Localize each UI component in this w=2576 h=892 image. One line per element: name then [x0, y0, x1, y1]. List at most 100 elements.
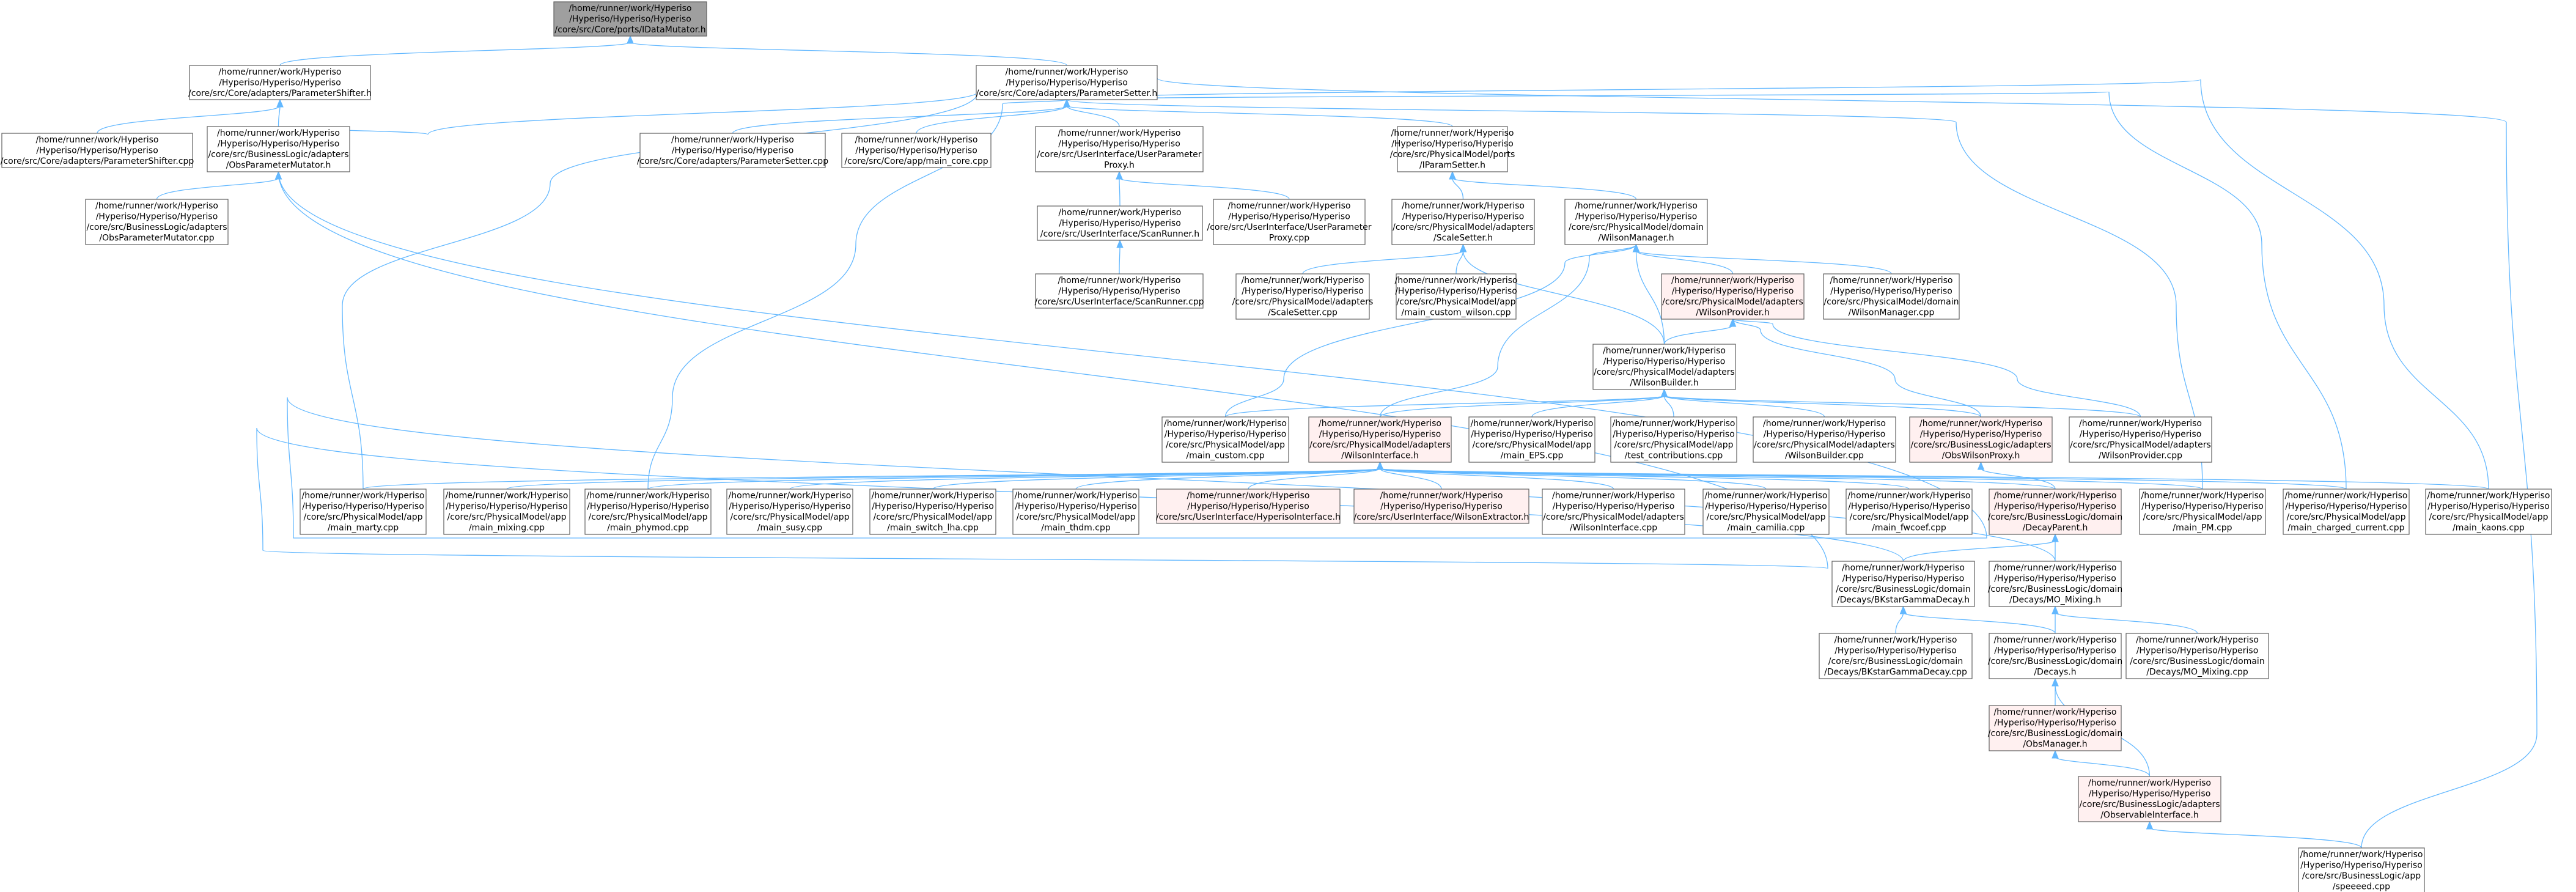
- node-label-line: /home/runner/work/Hyperiso: [1380, 491, 1503, 501]
- node-n29[interactable]: /home/runner/work/Hyperiso/Hyperiso/Hype…: [584, 488, 712, 535]
- node-n43[interactable]: /home/runner/work/Hyperiso/Hyperiso/Hype…: [1988, 561, 2122, 607]
- node-n36[interactable]: /home/runner/work/Hyperiso/Hyperiso/Hype…: [1702, 488, 1830, 535]
- edge-n38-n25: [1977, 461, 2056, 490]
- node-n47[interactable]: /home/runner/work/Hyperiso/Hyperiso/Hype…: [1988, 705, 2122, 751]
- node-n34[interactable]: /home/runner/work/Hyperiso/Hyperiso/Hype…: [1353, 488, 1529, 524]
- node-n15[interactable]: /home/runner/work/Hyperiso/Hyperiso/Hype…: [1232, 273, 1374, 320]
- node-label-line: /core/src/UserInterface/UserParameter: [1037, 150, 1202, 160]
- node-label-line: /Hyperiso/Hyperiso/Hyperiso: [1553, 502, 1675, 512]
- node-label-line: /Hyperiso/Hyperiso/Hyperiso: [219, 78, 341, 87]
- edge-n41-n21: [1376, 461, 2489, 490]
- node-n8[interactable]: /home/runner/work/Hyperiso/Hyperiso/Hype…: [1390, 126, 1515, 172]
- arrowhead: [1729, 318, 1737, 327]
- node-box: [1035, 126, 1204, 172]
- node-box: [2078, 776, 2221, 822]
- node-label-line: /home/runner/work/Hyperiso: [1830, 276, 1953, 286]
- node-box: [869, 488, 996, 535]
- node-n39[interactable]: /home/runner/work/Hyperiso/Hyperiso/Hype…: [2139, 488, 2266, 535]
- node-label-line: /home/runner/work/Hyperiso: [446, 491, 569, 501]
- node-n17[interactable]: /home/runner/work/Hyperiso/Hyperiso/Hype…: [1661, 273, 1805, 320]
- node-label-line: /Hyperiso/Hyperiso/Hyperiso: [1920, 430, 2042, 440]
- node-label-line: /home/runner/work/Hyperiso: [1575, 201, 1698, 211]
- node-n18[interactable]: /home/runner/work/Hyperiso/Hyperiso/Hype…: [1823, 273, 1960, 320]
- node-n33[interactable]: /home/runner/work/Hyperiso/Hyperiso/Hype…: [1156, 488, 1341, 524]
- arrowhead: [1116, 239, 1124, 248]
- node-n1[interactable]: /home/runner/work/Hyperiso/Hyperiso/Hype…: [188, 65, 372, 100]
- node-n5[interactable]: /home/runner/work/Hyperiso/Hyperiso/Hype…: [637, 133, 828, 168]
- node-n13[interactable]: /home/runner/work/Hyperiso/Hyperiso/Hype…: [1564, 199, 1708, 245]
- node-n25[interactable]: /home/runner/work/Hyperiso/Hyperiso/Hype…: [1909, 416, 2053, 463]
- node-label-line: /main_fwcoef.cpp: [1872, 523, 1946, 533]
- node-n37[interactable]: /home/runner/work/Hyperiso/Hyperiso/Hype…: [1846, 488, 1973, 535]
- node-label-line: /core/src/BusinessLogic/domain: [1988, 657, 2122, 666]
- node-n32[interactable]: /home/runner/work/Hyperiso/Hyperiso/Hype…: [1012, 488, 1139, 535]
- node-n45[interactable]: /home/runner/work/Hyperiso/Hyperiso/Hype…: [1988, 633, 2122, 679]
- node-box: [1353, 488, 1529, 524]
- node-label-line: /ObsWilsonProxy.h: [1942, 451, 2020, 461]
- node-label-line: /Hyperiso/Hyperiso/Hyperiso: [1764, 430, 1886, 440]
- node-n44[interactable]: /home/runner/work/Hyperiso/Hyperiso/Hype…: [1819, 633, 1973, 679]
- arrowhead: [1632, 243, 1640, 252]
- node-box: [584, 488, 712, 535]
- node-label-line: /Hyperiso/Hyperiso/Hyperiso: [1391, 139, 1514, 149]
- node-n14[interactable]: /home/runner/work/Hyperiso/Hyperiso/Hype…: [1035, 273, 1204, 309]
- node-label-line: /WilsonProvider.h: [1696, 308, 1769, 318]
- node-label-line: /home/runner/work/Hyperiso: [1848, 491, 1971, 501]
- node-box: [2298, 847, 2425, 892]
- node-n46[interactable]: /home/runner/work/Hyperiso/Hyperiso/Hype…: [2125, 633, 2269, 679]
- node-n48[interactable]: /home/runner/work/Hyperiso/Hyperiso/Hype…: [2078, 776, 2221, 822]
- node-box: [1012, 488, 1139, 535]
- node-label-line: /home/runner/work/Hyperiso: [1164, 419, 1287, 429]
- node-n38[interactable]: /home/runner/work/Hyperiso/Hyperiso/Hype…: [1988, 488, 2122, 535]
- arrowhead: [2052, 750, 2059, 759]
- node-n42[interactable]: /home/runner/work/Hyperiso/Hyperiso/Hype…: [1831, 561, 1975, 607]
- node-n35[interactable]: /home/runner/work/Hyperiso/Hyperiso/Hype…: [1542, 488, 1685, 535]
- node-label-line: /WilsonBuilder.cpp: [1785, 451, 1864, 461]
- edge-n46-n43: [2052, 605, 2198, 634]
- node-n3[interactable]: /home/runner/work/Hyperiso/Hyperiso/Hype…: [1, 133, 194, 168]
- edge-n13-n8: [1449, 171, 1637, 200]
- node-label-line: /home/runner/work/Hyperiso: [1058, 276, 1181, 286]
- node-label-line: /core/src/PhysicalModel/app: [447, 512, 567, 522]
- node-label-line: /core/src/UserInterface/ScanRunner.cpp: [1035, 297, 1204, 307]
- node-n2[interactable]: /home/runner/work/Hyperiso/Hyperiso/Hype…: [976, 65, 1158, 100]
- node-box: [639, 133, 826, 168]
- node-n30[interactable]: /home/runner/work/Hyperiso/Hyperiso/Hype…: [726, 488, 853, 535]
- node-label-line: /Hyperiso/Hyperiso/Hyperiso: [1603, 357, 1726, 367]
- node-n21[interactable]: /home/runner/work/Hyperiso/Hyperiso/Hype…: [1308, 416, 1452, 463]
- node-n6[interactable]: /home/runner/work/Hyperiso/Hyperiso/Hype…: [841, 133, 992, 168]
- node-n7[interactable]: /home/runner/work/Hyperiso/Hyperiso/Hype…: [1035, 126, 1204, 172]
- node-n24[interactable]: /home/runner/work/Hyperiso/Hyperiso/Hype…: [1753, 416, 1896, 463]
- node-n23[interactable]: /home/runner/work/Hyperiso/Hyperiso/Hype…: [1610, 416, 1737, 463]
- node-box: [85, 199, 229, 245]
- arrowhead: [2146, 820, 2154, 830]
- node-label-line: /Hyperiso/Hyperiso/Hyperiso: [1994, 574, 2116, 584]
- node-label-line: /core/src/Core/adapters/ParameterSetter.…: [637, 157, 828, 166]
- node-n31[interactable]: /home/runner/work/Hyperiso/Hyperiso/Hype…: [869, 488, 996, 535]
- node-label-line: /core/src/UserInterface/UserParameter: [1207, 223, 1372, 232]
- node-label-line: /main_mixing.cpp: [469, 523, 545, 533]
- node-n10[interactable]: /home/runner/work/Hyperiso/Hyperiso/Hype…: [1037, 205, 1203, 241]
- node-n41[interactable]: /home/runner/work/Hyperiso/Hyperiso/Hype…: [2425, 488, 2552, 535]
- node-n28[interactable]: /home/runner/work/Hyperiso/Hyperiso/Hype…: [443, 488, 570, 535]
- node-n0[interactable]: /home/runner/work/Hyperiso/Hyperiso/Hype…: [553, 1, 707, 37]
- node-n9[interactable]: /home/runner/work/Hyperiso/Hyperiso/Hype…: [85, 199, 229, 245]
- node-n19[interactable]: /home/runner/work/Hyperiso/Hyperiso/Hype…: [1592, 344, 1736, 390]
- node-n27[interactable]: /home/runner/work/Hyperiso/Hyperiso/Hype…: [300, 488, 427, 535]
- arrowhead: [1899, 605, 1907, 614]
- node-n20[interactable]: /home/runner/work/Hyperiso/Hyperiso/Hype…: [1161, 416, 1289, 463]
- node-label-line: /core/src/Core/ports/IDataMutator.h: [554, 25, 705, 35]
- node-n16[interactable]: /home/runner/work/Hyperiso/Hyperiso/Hype…: [1395, 273, 1518, 320]
- node-n12[interactable]: /home/runner/work/Hyperiso/Hyperiso/Hype…: [1391, 199, 1535, 245]
- node-n11[interactable]: /home/runner/work/Hyperiso/Hyperiso/Hype…: [1207, 199, 1372, 245]
- node-n4[interactable]: /home/runner/work/Hyperiso/Hyperiso/Hype…: [207, 126, 350, 172]
- node-box: [1909, 416, 2053, 463]
- node-n26[interactable]: /home/runner/work/Hyperiso/Hyperiso/Hype…: [2069, 416, 2212, 463]
- node-n49[interactable]: /home/runner/work/Hyperiso/Hyperiso/Hype…: [2298, 847, 2425, 892]
- node-label-line: /Decays/MO_Mixing.cpp: [2146, 668, 2248, 677]
- node-n40[interactable]: /home/runner/work/Hyperiso/Hyperiso/Hype…: [2283, 488, 2410, 535]
- node-n22[interactable]: /home/runner/work/Hyperiso/Hyperiso/Hype…: [1468, 416, 1595, 463]
- node-label-line: /core/src/UserInterface/HyperisoInterfac…: [1156, 512, 1341, 522]
- node-label-line: /core/src/BusinessLogic/adapters: [1910, 440, 2051, 450]
- node-label-line: /core/src/PhysicalModel/domain: [1569, 223, 1704, 232]
